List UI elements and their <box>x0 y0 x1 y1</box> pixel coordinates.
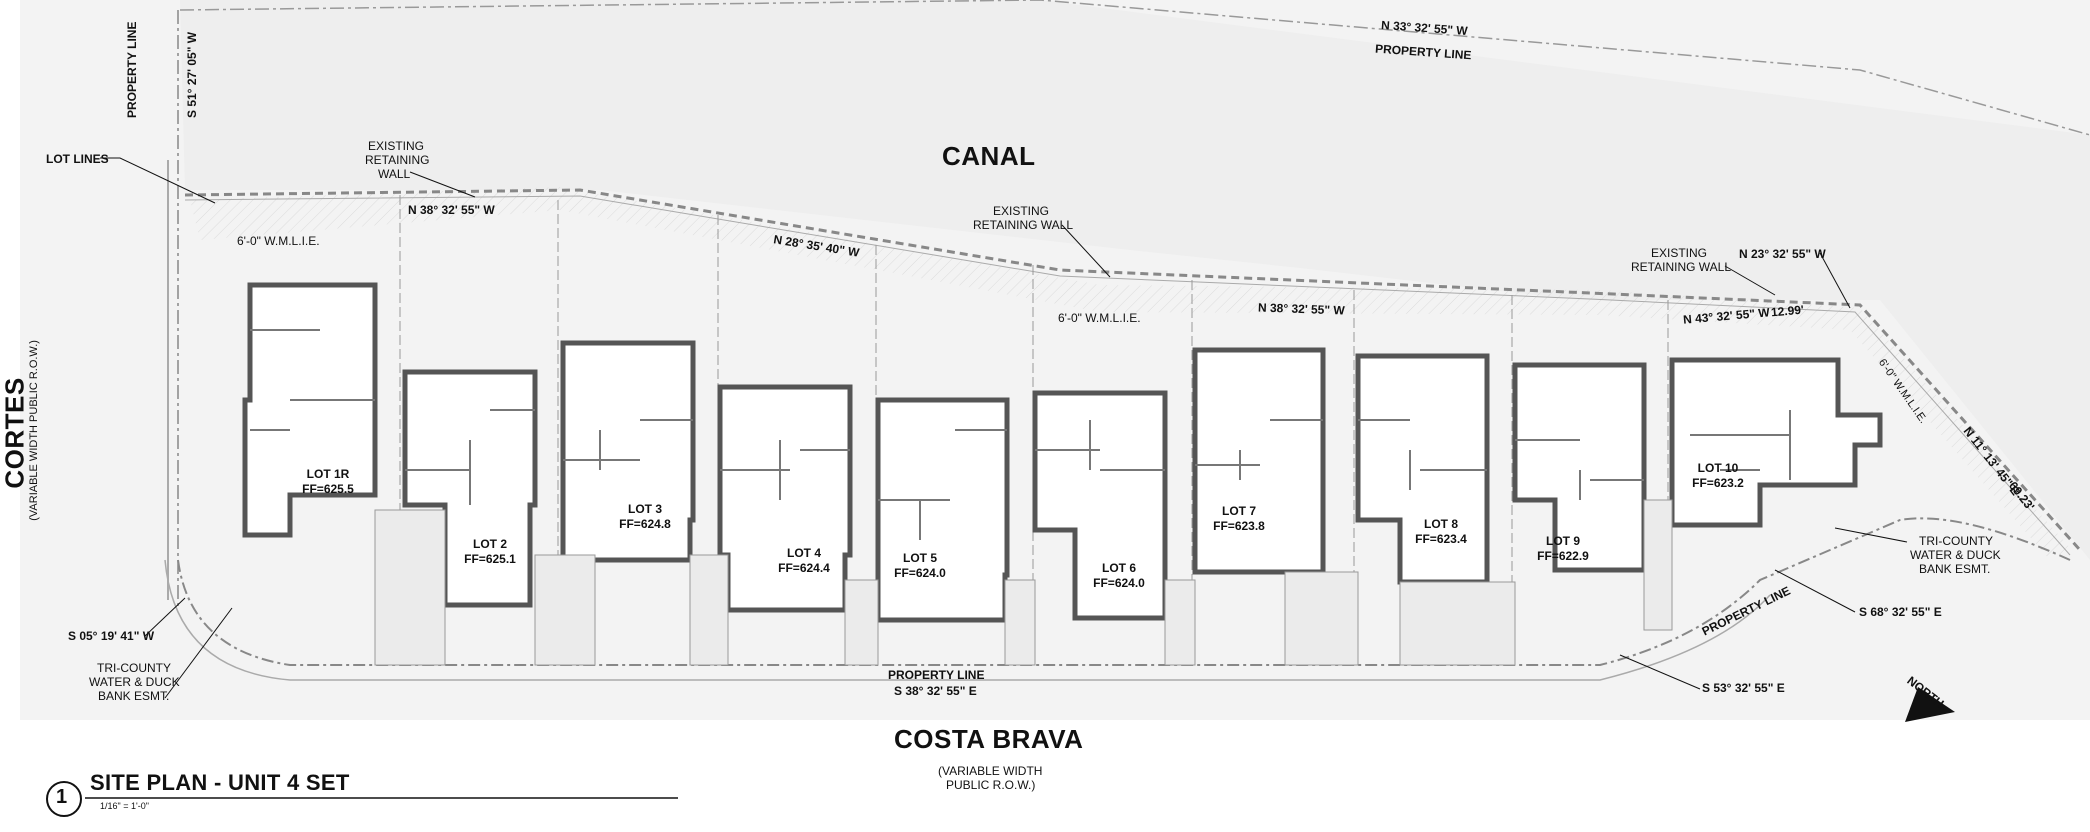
lot-9-name: LOT 9 <box>1545 534 1581 548</box>
lot-8-ff: FF=623.4 <box>1415 532 1467 546</box>
lot-2-ff: FF=625.1 <box>464 552 516 566</box>
bearing-b4: N 23° 32' 55" W <box>1739 247 1826 261</box>
lot-4-name: LOT 4 <box>786 546 822 560</box>
street-costa-brava: COSTA BRAVA <box>894 724 1084 754</box>
note-property-line-bottom: PROPERTY LINE <box>888 668 985 682</box>
lot-7-ff: FF=623.8 <box>1213 519 1265 533</box>
costa-brava-sub-2: PUBLIC R.O.W.) <box>946 778 1036 792</box>
bearing-s1: S 05° 19' 41" W <box>68 629 155 643</box>
title-scale: 1/16" = 1'-0" <box>100 801 149 811</box>
leader-lines <box>100 157 1908 699</box>
note-existing-wall-2b: RETAINING WALL <box>973 218 1074 232</box>
lot-3-ff: FF=624.8 <box>619 517 671 531</box>
bearing-s2: S 38° 32' 55" E <box>894 684 977 698</box>
canal-area <box>180 0 2090 560</box>
house-lot-5 <box>875 397 1010 623</box>
lot-5-ff: FF=624.0 <box>894 566 946 580</box>
lot-5-name: LOT 5 <box>902 551 938 565</box>
house-lot-4 <box>717 384 853 613</box>
lot-7-name: LOT 7 <box>1221 504 1257 518</box>
note-tricounty-left-2: WATER & DUCK <box>89 675 180 689</box>
lot-8-name: LOT 8 <box>1423 517 1459 531</box>
note-existing-wall-1a: EXISTING <box>368 139 425 153</box>
note-lot-lines: LOT LINES <box>46 152 109 166</box>
top-property-line <box>179 0 2090 136</box>
note-property-line-left: PROPERTY LINE <box>125 21 139 118</box>
retaining-wall-line-2 <box>184 195 2071 556</box>
bottom-curb <box>164 559 1771 681</box>
easement-hatch <box>190 187 2070 560</box>
title-number-circle <box>46 781 82 817</box>
lot-10-name: LOT 10 <box>1697 461 1739 475</box>
lot-10-ff: FF=623.2 <box>1692 476 1744 490</box>
north-arrow-icon <box>1905 687 1955 722</box>
bearing-s3: S 53° 32' 55" E <box>1702 681 1785 695</box>
bottom-property-line <box>177 517 2071 666</box>
note-wmlie-2: 6'-0" W.M.L.I.E. <box>1058 311 1141 325</box>
retaining-wall-line <box>184 188 2082 552</box>
lot-2-name: LOT 2 <box>472 537 508 551</box>
lot-6-ff: FF=624.0 <box>1093 576 1145 590</box>
lot-1r-name: LOT 1R <box>306 467 350 481</box>
title-number: 1 <box>56 786 68 808</box>
house-lot-10 <box>1669 357 1883 528</box>
note-existing-wall-2a: EXISTING <box>993 204 1050 218</box>
note-tricounty-right-3: BANK ESMT. <box>1919 562 1991 576</box>
lot-3-name: LOT 3 <box>627 502 663 516</box>
title-main: SITE PLAN - UNIT 4 SET <box>90 770 350 795</box>
street-cortes: CORTES <box>0 377 30 489</box>
note-tricounty-right-2: WATER & DUCK <box>1910 548 2001 562</box>
note-wmlie-1: 6'-0" W.M.L.I.E. <box>237 234 320 248</box>
note-tricounty-left-1: TRI-COUNTY <box>97 661 171 675</box>
lot-4-ff: FF=624.4 <box>778 561 830 575</box>
costa-brava-sub-1: (VARIABLE WIDTH <box>938 764 1043 778</box>
lot-9-ff: FF=622.9 <box>1537 549 1589 563</box>
lot-1r-ff: FF=625.5 <box>302 482 354 496</box>
driveways <box>374 499 1673 666</box>
house-footprints <box>242 282 1883 623</box>
house-lot-1r <box>242 282 378 538</box>
house-lot-7 <box>1192 347 1326 575</box>
cortes-sub: (VARIABLE WIDTH PUBLIC R.O.W.) <box>28 340 41 521</box>
note-existing-wall-1c: WALL <box>378 167 411 181</box>
note-existing-wall-3a: EXISTING <box>1651 246 1708 260</box>
interior-walls <box>250 329 1791 540</box>
note-tricounty-left-3: BANK ESMT. <box>98 689 170 703</box>
bearing-b5-dist: 12.99' <box>1770 302 1805 320</box>
street-canal: CANAL <box>942 141 1036 171</box>
lot-6-name: LOT 6 <box>1101 561 1137 575</box>
note-existing-wall-1b: RETAINING <box>365 153 430 167</box>
bearing-left: S 51° 27' 05" W <box>185 31 199 118</box>
bearing-b1: N 38° 32' 55" W <box>408 203 495 217</box>
note-existing-wall-3b: RETAINING WALL <box>1631 260 1732 274</box>
bearing-s4: S 68° 32' 55" E <box>1859 605 1942 619</box>
bearing-b3: N 38° 32' 55" W <box>1257 300 1345 318</box>
note-tricounty-right-1: TRI-COUNTY <box>1919 534 1993 548</box>
house-lot-9 <box>1512 362 1647 573</box>
